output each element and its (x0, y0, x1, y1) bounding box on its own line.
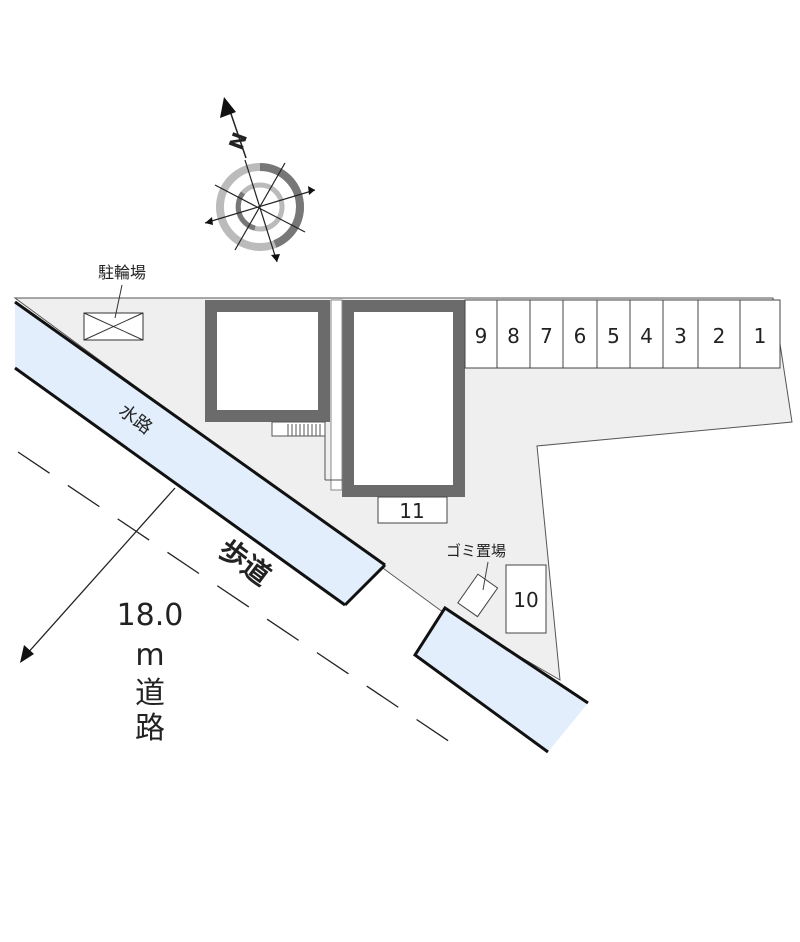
parking-space-label: 6 (574, 324, 587, 348)
garbage-area (457, 573, 499, 618)
building-right (342, 300, 465, 497)
stair-steps (287, 424, 321, 436)
road-width-value: 18.0 (117, 598, 184, 633)
parking-space-9 (464, 299, 498, 369)
passage (330, 299, 343, 491)
parking-space-label: 3 (674, 324, 687, 348)
parking-space-label: 1 (754, 324, 767, 348)
parking-space-10-label: 10 (513, 588, 538, 612)
waterway-edge (14, 300, 386, 567)
parking-space-7 (529, 299, 564, 369)
building-left (205, 300, 330, 422)
cross-mark (83, 312, 144, 341)
arrowhead-icon (20, 645, 34, 663)
waterway-edge (14, 366, 346, 607)
parking-space-3 (662, 299, 699, 369)
north-arrow-icon (220, 97, 236, 118)
leader-line (114, 284, 123, 319)
parking-space-label: 2 (713, 324, 726, 348)
road-centerline (17, 451, 466, 753)
parking-space-label: 8 (507, 324, 520, 348)
parking-space-10 (505, 564, 547, 634)
north-label: N (224, 129, 252, 153)
bicycle-parking-label: 駐輪場 (98, 263, 146, 282)
parking-space-label: 9 (475, 324, 488, 348)
compass-icon (204, 97, 316, 263)
leader-line (482, 561, 489, 591)
garbage-area-label: ゴミ置場 (446, 542, 506, 560)
waterway-edge (412, 605, 589, 754)
parking-space-2 (697, 299, 741, 369)
waterway (15, 302, 385, 605)
parking-space-1 (739, 299, 781, 369)
parking-space-11-label: 11 (399, 499, 424, 523)
parking-space-11 (377, 496, 448, 524)
road-width-arrow (25, 487, 176, 656)
parking-space-label: 5 (607, 324, 620, 348)
parking-space-6 (562, 299, 598, 369)
road-label-char2: 路 (135, 711, 165, 746)
parking-space-4 (629, 299, 664, 369)
road-width-unit: m (135, 638, 164, 673)
waterway-segment (415, 608, 588, 752)
parking-space-label: 7 (540, 324, 553, 348)
parking-space-8 (496, 299, 531, 369)
parking-space-label: 4 (640, 324, 653, 348)
road-label-char1: 道 (135, 676, 165, 711)
waterway-edge (343, 563, 387, 607)
